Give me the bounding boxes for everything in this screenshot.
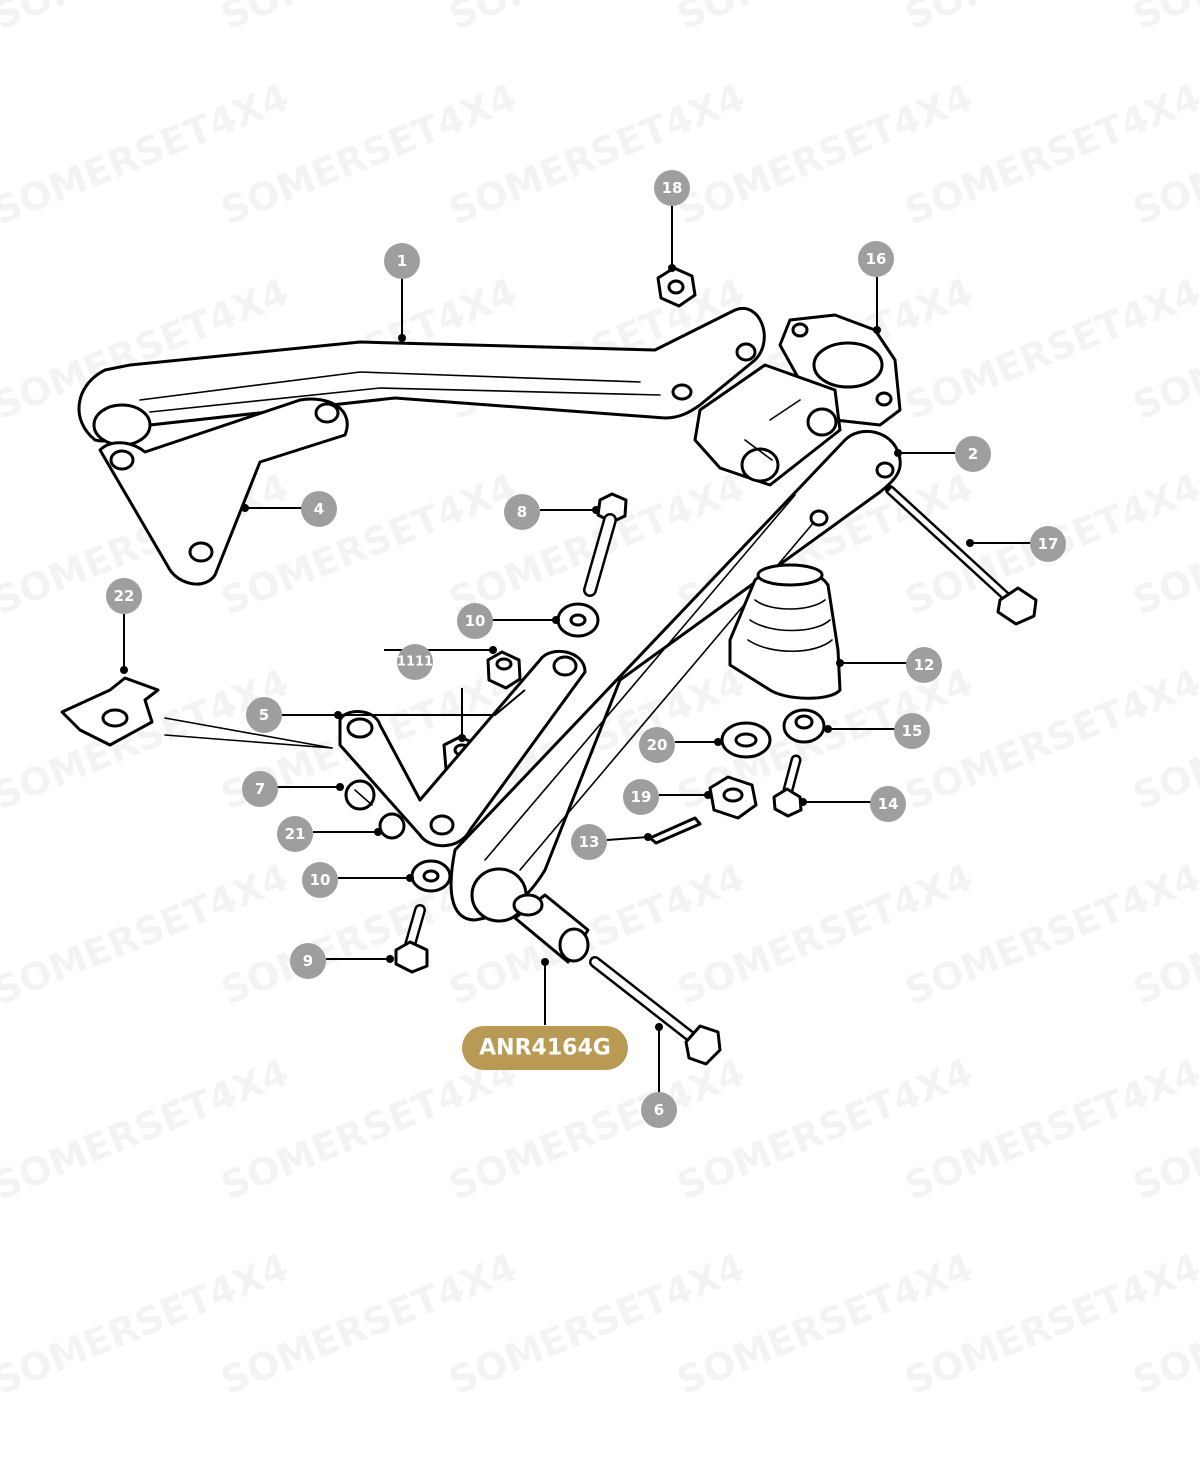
svg-text:2: 2 bbox=[968, 445, 978, 463]
callout-17: 17 bbox=[1030, 526, 1066, 562]
mounting-bracket bbox=[778, 313, 902, 427]
pivot-bush-housing bbox=[693, 363, 842, 487]
svg-text:8: 8 bbox=[517, 503, 527, 521]
callout-16: 16 bbox=[858, 241, 894, 277]
callout-22: 22 bbox=[106, 578, 142, 614]
washer-10-lower bbox=[410, 859, 452, 893]
svg-text:16: 16 bbox=[866, 250, 887, 268]
svg-text:9: 9 bbox=[303, 952, 313, 970]
svg-text:18: 18 bbox=[662, 179, 683, 197]
callout-19: 19 bbox=[623, 779, 659, 815]
callout-2: 2 bbox=[955, 436, 991, 472]
svg-text:ANR4164G: ANR4164G bbox=[479, 1036, 611, 1061]
long-bolt-17 bbox=[885, 485, 1038, 626]
bush-21 bbox=[378, 812, 406, 840]
watermark-text-5: SOMERSET4X4 bbox=[1127, 0, 1200, 38]
svg-text:15: 15 bbox=[902, 722, 923, 740]
callout-7: 7 bbox=[242, 771, 278, 807]
drop-link-plate bbox=[338, 650, 587, 848]
svg-text:1: 1 bbox=[397, 252, 407, 270]
callout-12: 12 bbox=[906, 647, 942, 683]
svg-text:1111: 1111 bbox=[397, 655, 433, 670]
bracket-plate bbox=[98, 397, 349, 586]
washer-20 bbox=[720, 721, 772, 759]
svg-text:10: 10 bbox=[465, 612, 486, 630]
bolt-9 bbox=[394, 904, 429, 974]
svg-text:17: 17 bbox=[1038, 535, 1059, 553]
split-pin-13 bbox=[648, 816, 702, 845]
callout-15: 15 bbox=[894, 713, 930, 749]
castle-nut-19 bbox=[708, 775, 758, 820]
ball-joint bbox=[728, 563, 842, 700]
callout-18: 18 bbox=[654, 170, 690, 206]
part-number-tag[interactable]: ANR4164G bbox=[462, 1026, 628, 1070]
svg-text:14: 14 bbox=[878, 795, 899, 813]
svg-text:4: 4 bbox=[314, 500, 324, 518]
callout-21: 21 bbox=[277, 816, 313, 852]
callout-4: 4 bbox=[301, 491, 337, 527]
svg-text:21: 21 bbox=[285, 825, 306, 843]
svg-text:5: 5 bbox=[259, 706, 269, 724]
svg-text:20: 20 bbox=[647, 736, 668, 754]
svg-text:10: 10 bbox=[310, 871, 331, 889]
svg-text:7: 7 bbox=[255, 780, 265, 798]
callout-5: 5 bbox=[246, 697, 282, 733]
upper-link-arm bbox=[77, 306, 766, 447]
nut-11-upper bbox=[486, 650, 522, 690]
callout-14: 14 bbox=[870, 786, 906, 822]
bolt-8 bbox=[583, 492, 628, 597]
bush-anr4164g bbox=[512, 893, 590, 964]
svg-text:13: 13 bbox=[579, 833, 600, 851]
washer-10-upper bbox=[556, 602, 600, 638]
svg-text:19: 19 bbox=[631, 788, 652, 806]
bolt-14 bbox=[772, 754, 803, 818]
callout-8: 8 bbox=[504, 494, 540, 530]
bush-7 bbox=[344, 779, 376, 811]
callout-1: 1 bbox=[384, 243, 420, 279]
bolt-6 bbox=[589, 956, 722, 1066]
callout-10-lower: 10 bbox=[302, 862, 338, 898]
callout-20: 20 bbox=[639, 727, 675, 763]
callout-10-upper: 10 bbox=[457, 603, 493, 639]
callout-6: 6 bbox=[641, 1092, 677, 1128]
leader-lines bbox=[120, 206, 1031, 1092]
svg-text:6: 6 bbox=[654, 1101, 664, 1119]
clip-bracket bbox=[60, 676, 333, 749]
callout-11: 1111 bbox=[397, 644, 433, 680]
spring-washer-15 bbox=[782, 708, 826, 744]
svg-text:22: 22 bbox=[114, 587, 135, 605]
callout-13: 13 bbox=[571, 824, 607, 860]
svg-text:12: 12 bbox=[914, 656, 935, 674]
callout-9: 9 bbox=[290, 943, 326, 979]
nut-18 bbox=[656, 266, 697, 308]
